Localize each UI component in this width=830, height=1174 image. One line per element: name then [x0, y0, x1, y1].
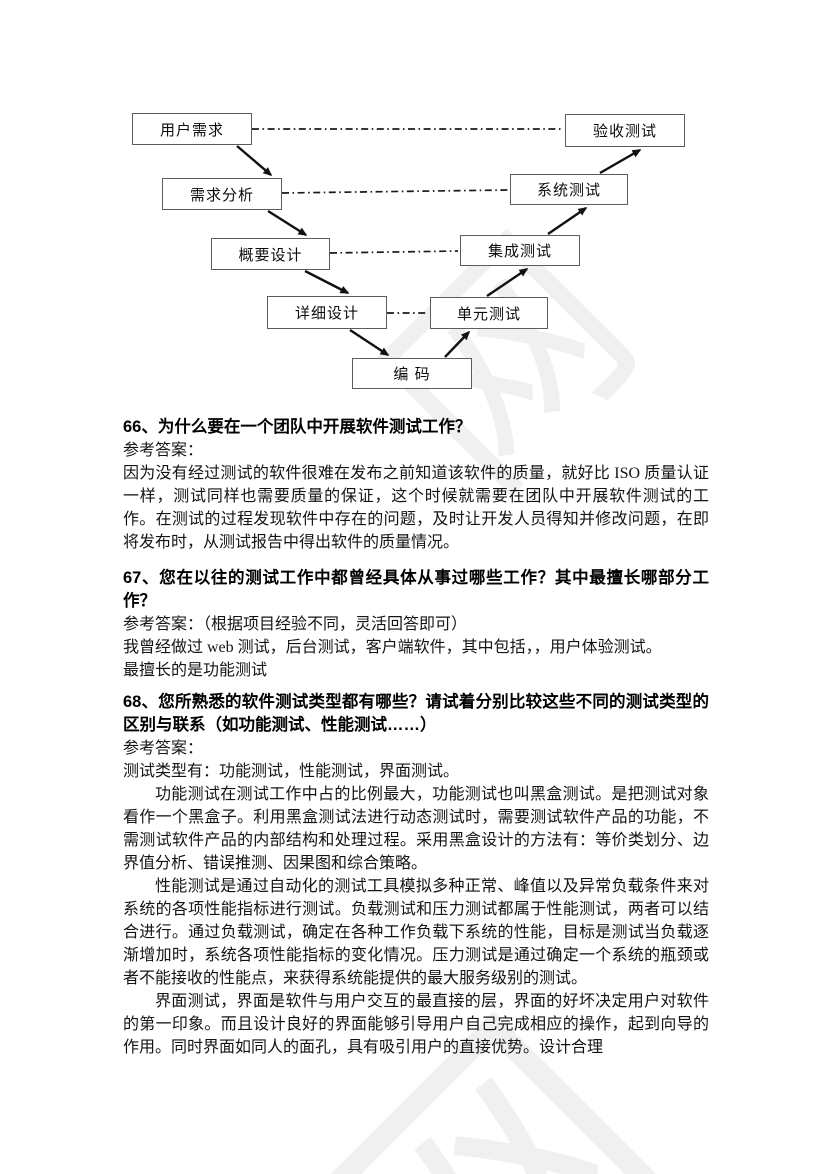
question-67-answer-label: 参考答案：（根据项目经验不同，灵活回答即可） — [123, 616, 468, 633]
arrow-unit-to-integration — [486, 268, 529, 297]
question-68-answer-paragraph: 测试类型有：功能测试，性能测试，界面测试。 — [123, 763, 460, 780]
question-66-answer-label: 参考答案： — [123, 442, 204, 459]
question-68-answer-paragraph: 功能测试在测试工作中占的比例最大，功能测试也叫黑盒测试。是把测试对象看作一个黑盒… — [123, 786, 709, 872]
connector-req-analysis-system — [281, 189, 509, 194]
qa-content: 66、为什么要在一个团队中开展软件测试工作？ 参考答案： 因为没有经过测试的软件… — [123, 416, 709, 1059]
diagram-connectors — [236, 128, 642, 358]
arrow-analysis-to-outline — [267, 209, 308, 237]
diagram-box-coding: 编 码 — [352, 358, 472, 389]
diagram-box-user-requirements: 用户需求 — [132, 113, 252, 145]
question-68-section: 68、您所熟悉的软件测试类型都有哪些？请试着分别比较这些不同的测试类型的区别与联… — [123, 691, 709, 1059]
question-68-answer-label: 参考答案： — [123, 740, 204, 757]
arrow-outline-to-detailed — [304, 269, 350, 295]
question-67-section: 67、您在以往的测试工作中都曾经具体从事过哪些工作？其中最擅长哪部分工作？ 参考… — [123, 567, 709, 682]
question-68-answer-paragraph: 界面测试，界面是软件与用户交互的最直接的层，界面的好坏决定用户对软件的第一印象。… — [123, 993, 709, 1056]
diagram-box-outline-design: 概要设计 — [211, 238, 330, 270]
question-68-title: 68、您所熟悉的软件测试类型都有哪些？请试着分别比较这些不同的测试类型的区别与联… — [123, 693, 709, 734]
v-model-diagram: 用户需求 需求分析 概要设计 详细设计 编 码 单元测试 集成测试 系统测试 验… — [0, 0, 830, 420]
arrow-system-to-acceptance — [599, 148, 642, 175]
arrow-user-req-to-analysis — [236, 145, 273, 176]
question-66-title: 66、为什么要在一个团队中开展软件测试工作？ — [123, 418, 472, 436]
arrow-integration-to-system — [547, 207, 588, 235]
diagram-box-requirements-analysis: 需求分析 — [162, 178, 282, 210]
question-67-title: 67、您在以往的测试工作中都曾经具体从事过哪些工作？其中最擅长哪部分工作？ — [123, 569, 709, 610]
question-66-answer-paragraph: 因为没有经过测试的软件很难在发布之前知道该软件的质量，就好比 ISO 质量认证一… — [123, 465, 709, 551]
diagram-box-detailed-design: 详细设计 — [267, 296, 387, 329]
arrow-coding-to-unit — [444, 330, 471, 358]
connector-outline-integration — [329, 250, 459, 254]
diagram-box-integration-testing: 集成测试 — [460, 235, 580, 266]
diagram-box-system-testing: 系统测试 — [510, 174, 628, 205]
question-67-answer-paragraph: 最擅长的是功能测试 — [123, 662, 268, 679]
question-66-section: 66、为什么要在一个团队中开展软件测试工作？ 参考答案： 因为没有经过测试的软件… — [123, 416, 709, 554]
diagram-box-acceptance-testing: 验收测试 — [565, 114, 685, 147]
question-67-answer-paragraph: 我曾经做过 web 测试，后台测试，客户端软件，其中包括，，用户体验测试。 — [123, 639, 662, 656]
diagram-box-unit-testing: 单元测试 — [430, 297, 548, 329]
question-68-answer-paragraph: 性能测试是通过自动化的测试工具模拟多种正常、峰值以及异常负载条件来对系统的各项性… — [123, 878, 709, 987]
arrow-detailed-to-coding — [349, 328, 390, 357]
